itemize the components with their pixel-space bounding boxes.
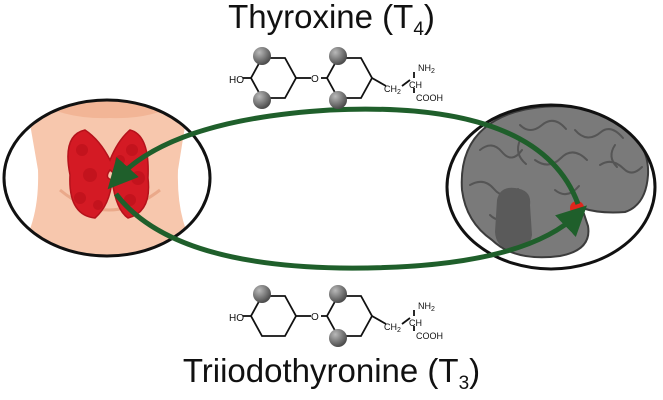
iodine-atom-icon bbox=[329, 329, 347, 347]
triiodothyronine-title-text: Triiodothyronine (T bbox=[182, 352, 459, 389]
iodine-atom-icon bbox=[253, 47, 271, 65]
ether-o-label: O bbox=[311, 74, 319, 85]
triiodothyronine-title-close: ) bbox=[469, 352, 481, 389]
thyroxine-title-close: ) bbox=[423, 0, 435, 35]
nh2-label: NH2 bbox=[418, 63, 435, 75]
cooh-label: COOH bbox=[416, 331, 443, 341]
triiodothyronine-subscript: 3 bbox=[458, 373, 470, 394]
thyroxine-title-text: Thyroxine (T bbox=[228, 0, 414, 35]
triiodothyronine-structure: HO O CH2 CH NH2 COOH bbox=[229, 285, 443, 347]
ch2-label: CH2 bbox=[384, 84, 401, 96]
cooh-label: COOH bbox=[416, 93, 443, 103]
ch-label: CH bbox=[409, 80, 422, 90]
ho-label: HO bbox=[229, 75, 244, 86]
brain-icon bbox=[460, 105, 650, 259]
arrow-to-thyroid bbox=[107, 106, 581, 205]
ho-label: HO bbox=[229, 313, 244, 324]
ch2-label: CH2 bbox=[384, 322, 401, 334]
iodine-atom-icon bbox=[329, 285, 347, 303]
iodine-atom-icon bbox=[253, 91, 271, 109]
iodine-atom-icon bbox=[329, 91, 347, 109]
arrow-to-brain bbox=[114, 192, 587, 271]
thyroxine-structure: HO O CH2 CH NH2 COOH bbox=[229, 47, 443, 109]
thyroxine-subscript: 4 bbox=[413, 19, 424, 40]
triiodothyronine-title: Triiodothyronine (T3) bbox=[0, 352, 663, 395]
ch-label: CH bbox=[409, 318, 422, 328]
feedback-loop bbox=[107, 106, 587, 271]
iodine-atom-icon bbox=[253, 285, 271, 303]
thyroxine-title: Thyroxine (T4) bbox=[0, 0, 663, 41]
iodine-atom-icon bbox=[329, 47, 347, 65]
nh2-label: NH2 bbox=[418, 301, 435, 313]
ether-o-label: O bbox=[311, 312, 319, 323]
brain-panel bbox=[445, 103, 657, 271]
